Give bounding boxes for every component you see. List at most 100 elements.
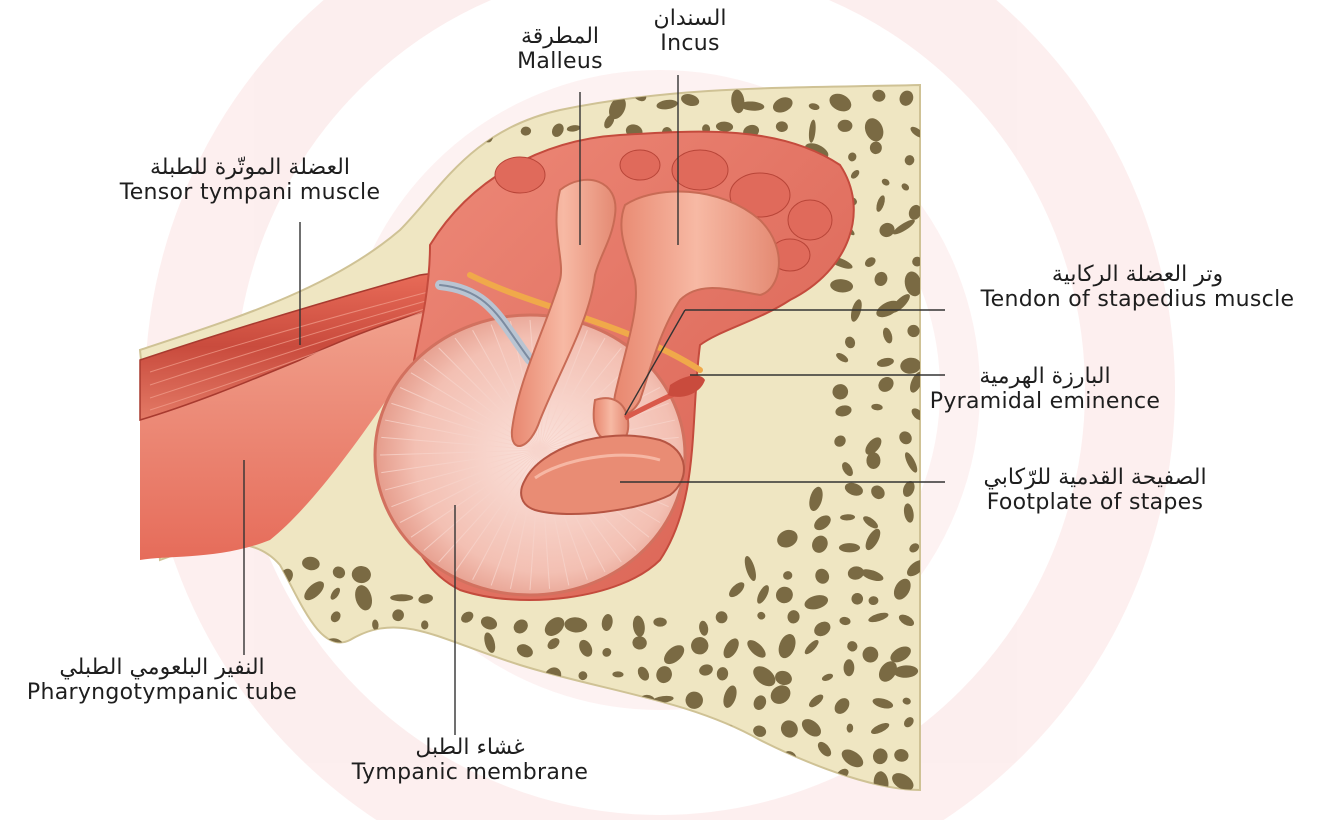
bone-cell [394, 641, 411, 659]
bone-cell [621, 716, 642, 741]
footplate-stapes-arabic: الصفيحة القدمية للرّكابي [945, 465, 1245, 490]
bone-cell [387, 90, 405, 109]
bone-cell [519, 685, 537, 703]
incus-arabic: السندان [620, 6, 760, 31]
bone-cell [388, 694, 407, 718]
bone-cell [216, 742, 227, 767]
bone-cell [540, 716, 552, 726]
malleus-arabic: المطرقة [490, 24, 630, 49]
bone-cell [361, 659, 373, 678]
bone-cell [686, 715, 710, 738]
tympanic-membrane-arabic: غشاء الطبل [325, 735, 615, 760]
bone-cell [412, 664, 433, 683]
bone-cell [180, 767, 192, 776]
bone-cell [330, 118, 350, 135]
bone-cell [244, 763, 269, 786]
bone-cell [369, 640, 378, 650]
bone-cell [277, 769, 296, 788]
bone-cell [416, 684, 436, 703]
malleus-english: Malleus [490, 49, 630, 74]
bone-cell [457, 710, 477, 732]
bone-cell [395, 116, 417, 138]
bone-cell [179, 83, 198, 110]
bone-cell [261, 795, 283, 820]
bone-cell [291, 767, 311, 787]
bone-cell [148, 745, 172, 769]
bone-cell [276, 249, 299, 272]
bone-cell [428, 94, 444, 110]
bone-cell [139, 560, 164, 578]
bone-cell [211, 96, 218, 116]
bone-cell [207, 799, 227, 816]
label-malleus: المطرقة Malleus [490, 24, 630, 75]
bone-cell [356, 95, 372, 110]
bone-cell [205, 776, 219, 787]
label-tensor-tympani: العضلة الموتّرة للطبلة Tensor tympani mu… [90, 155, 410, 206]
tensor-tympani-arabic: العضلة الموتّرة للطبلة [90, 155, 410, 180]
bone-cell [474, 672, 492, 685]
bone-cell [152, 767, 169, 783]
bone-cell [559, 714, 586, 735]
bone-cell [866, 452, 880, 469]
bone-cell [292, 797, 313, 819]
bone-cell [144, 613, 166, 624]
bone-cell [208, 712, 238, 738]
bone-cell [717, 740, 730, 761]
bone-cell [143, 250, 159, 265]
pyramidal-eminence-english: Pyramidal eminence [905, 389, 1185, 414]
bone-cell [747, 741, 761, 753]
bone-cell [182, 743, 201, 760]
bone-cell [147, 111, 160, 131]
bone-cell [174, 120, 189, 135]
pharyngotympanic-tube-english: Pharyngotympanic tube [2, 680, 322, 705]
bone-cell [427, 717, 447, 735]
bone-cell [148, 229, 158, 247]
bone-cell [628, 746, 642, 766]
bone-cell [684, 744, 706, 772]
bone-cell [275, 226, 296, 244]
pharyngotympanic-tube-arabic: النفير البلعومي الطبلي [2, 655, 322, 680]
bone-cell [421, 620, 428, 629]
bone-cell [699, 802, 711, 814]
footplate-stapes-english: Footplate of stapes [945, 490, 1245, 515]
bone-cell [358, 127, 379, 141]
bone-cell [138, 588, 167, 616]
bone-cell [387, 660, 411, 675]
bone-cell [446, 108, 469, 136]
bone-cell [153, 97, 164, 109]
label-pyramidal-eminence: البارزة الهرمية Pyramidal eminence [905, 364, 1185, 415]
bone-cell [448, 644, 459, 655]
bone-cell [234, 719, 252, 739]
incus-english: Incus [620, 31, 760, 56]
bone-cell [662, 714, 674, 737]
bone-cell [415, 137, 439, 166]
tensor-tympani-english: Tensor tympani muscle [90, 180, 410, 205]
bone-cell [422, 641, 447, 666]
bone-cell [712, 770, 733, 791]
bone-cell [481, 717, 502, 736]
bone-cell [457, 670, 478, 688]
bone-cell [459, 694, 471, 716]
bone-cell [160, 715, 175, 730]
bone-cell [286, 218, 316, 249]
label-incus: السندان Incus [620, 6, 760, 57]
bone-cell [669, 770, 684, 787]
bone-cell [235, 799, 252, 819]
bone-cell [422, 116, 451, 141]
bone-cell [472, 86, 491, 106]
bone-cell [174, 714, 199, 737]
bone-cell [697, 779, 708, 790]
bone-cell [484, 693, 500, 711]
bone-cell [240, 748, 263, 761]
bone-cell [670, 747, 686, 766]
bone-cell [785, 762, 798, 789]
bone-cell [627, 771, 639, 782]
bone-cell [839, 543, 860, 552]
bone-cell [180, 794, 207, 819]
label-tendon-stapedius: وتر العضلة الركابية Tendon of stapedius … [945, 262, 1330, 313]
tendon-stapedius-arabic: وتر العضلة الركابية [945, 262, 1330, 287]
bone-cell [459, 98, 469, 110]
label-footplate-stapes: الصفيحة القدمية للرّكابي Footplate of st… [945, 465, 1245, 516]
tendon-stapedius-english: Tendon of stapedius muscle [945, 287, 1330, 312]
label-tympanic-membrane: غشاء الطبل Tympanic membrane [325, 735, 615, 786]
